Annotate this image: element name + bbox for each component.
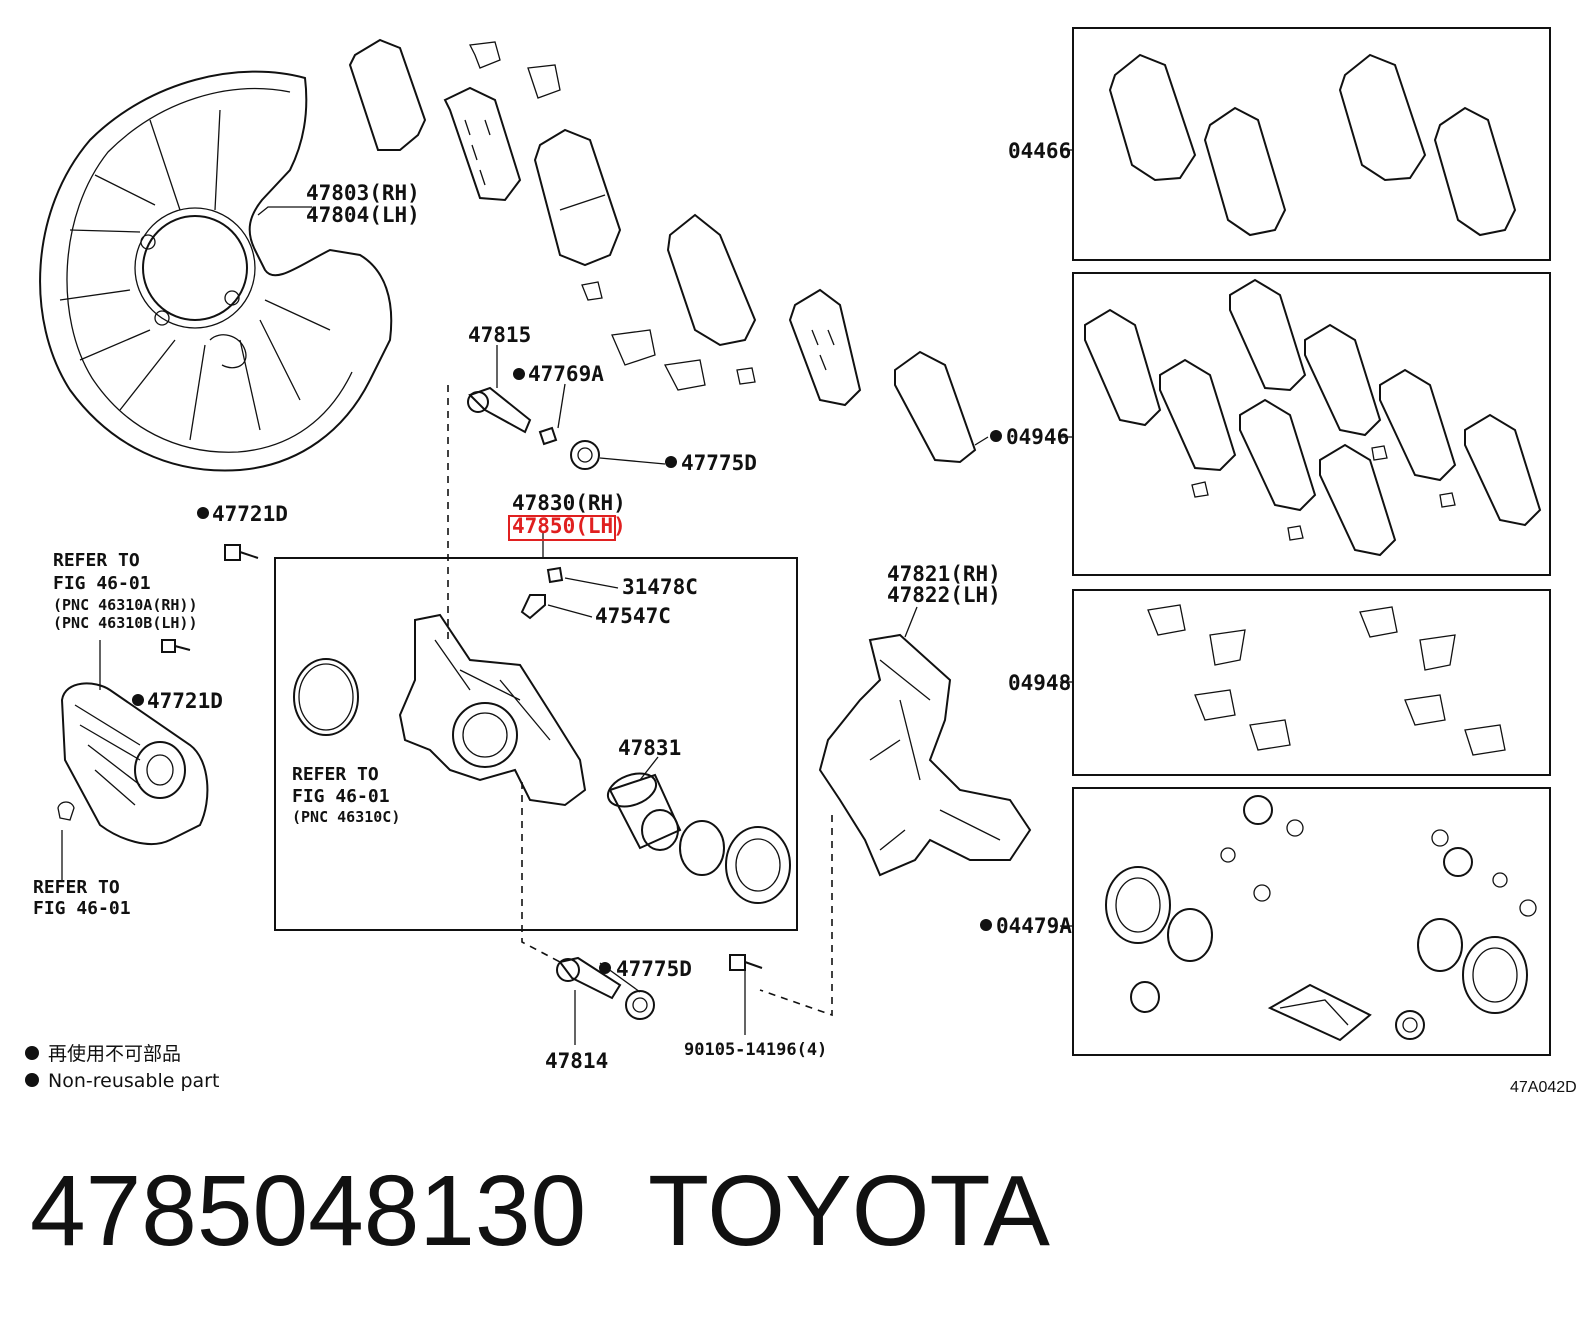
callout-04479a: 04479A [996,914,1072,938]
callout-31478c: 31478C [622,575,698,599]
parking-brake-actuator-drawing [57,682,209,845]
non-reusable-dot [599,962,611,974]
callout-04948: 04948 [1008,671,1071,695]
kit-04466-pads-drawing [1108,53,1517,237]
figure-code: 47A042D [1510,1079,1577,1096]
callouts: 47803(RH) 47804(LH) 47815 47769A 47775D … [132,139,1072,1073]
legend-dot-en [25,1073,39,1087]
legend: 再使用不可部品 Non-reusable part [25,1043,219,1092]
callout-47821: 47821(RH) [887,562,1001,586]
refer-note-2-line1: REFER TO [292,764,379,785]
callout-47721d-mid: 47721D [147,689,223,713]
refer-note-1-line1: REFER TO [53,550,140,571]
callout-47831: 47831 [618,736,681,760]
kit-04948-clips-drawing [1147,604,1506,756]
caliper-drawing [293,566,791,904]
refer-note-1-line3: (PNC 46310A(RH)) [53,596,198,614]
callout-47803: 47803(RH) [306,181,420,205]
kit-04946-pads-drawing [1084,278,1542,557]
refer-note-2-line3: (PNC 46310C) [292,808,400,826]
callout-04946: 04946 [1006,425,1069,449]
non-reusable-dot [513,368,525,380]
refer-note-2-line2: FIG 46-01 [292,786,390,807]
callout-47721d-top: 47721D [212,502,288,526]
legend-text-en: Non-reusable part [48,1070,219,1092]
caliper-mounting-bracket-drawing [759,633,1032,1017]
dust-cover-drawing [39,70,393,472]
guide-pin-drawing [447,385,600,640]
non-reusable-dot [197,507,209,519]
callout-90105-14196: 90105-14196(4) [684,1040,827,1060]
callout-47769a: 47769A [528,362,604,386]
kit-box-04479a [1072,787,1551,1056]
callout-47804: 47804(LH) [306,203,420,227]
kit-box-04946 [1072,272,1551,576]
callout-47775d-bottom: 47775D [616,957,692,981]
refer-notes: REFER TO FIG 46-01 (PNC 46310A(RH)) (PNC… [33,550,400,919]
bolt-drawing [161,544,259,653]
refer-note-3-line2: FIG 46-01 [33,898,131,919]
callout-47547c: 47547C [595,604,671,628]
non-reusable-dot [665,456,677,468]
callout-47814: 47814 [545,1049,608,1073]
refer-note-3-line1: REFER TO [33,877,120,898]
brake-pads-drawing [348,38,977,464]
callout-47830: 47830(RH) [512,491,626,515]
caliper-assembly-frame [274,557,798,931]
callout-47815: 47815 [468,323,531,347]
callout-47822: 47822(LH) [887,583,1001,607]
callout-47850: 47850(LH) [512,514,626,538]
refer-note-1-line4: (PNC 46310B(LH)) [53,614,198,632]
legend-dot-cn [25,1046,39,1060]
non-reusable-dot [980,919,992,931]
callout-04466: 04466 [1008,139,1071,163]
non-reusable-dot [990,430,1002,442]
highlight-box [508,515,616,541]
non-reusable-dot [132,694,144,706]
refer-note-1-line2: FIG 46-01 [53,573,151,594]
kit-box-04948 [1072,589,1551,776]
legend-text-cn: 再使用不可部品 [48,1043,181,1065]
kit-04479a-seals-drawing [1105,795,1537,1042]
lower-pin-drawing [521,782,763,1020]
kit-box-04466 [1072,27,1551,261]
brand-name: TOYOTA [648,1155,1050,1267]
part-number: 4785048130 [30,1155,586,1267]
callout-47775d-top: 47775D [681,451,757,475]
